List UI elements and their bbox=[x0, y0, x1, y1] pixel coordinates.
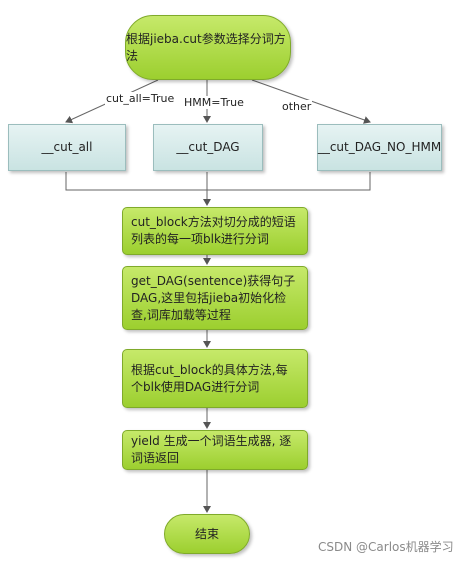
edge-label-cut-all: cut_all=True bbox=[105, 92, 176, 105]
watermark: CSDN @Carlos机器学习 bbox=[318, 540, 454, 554]
edge-merge-cut-all bbox=[65, 172, 371, 191]
cut-dag-node: __cut_DAG bbox=[153, 124, 263, 171]
edge-label-hmm: HMM=True bbox=[183, 96, 245, 109]
per-blk-node: 根据cut_block的具体方法,每个blk使用DAG进行分词 bbox=[122, 349, 308, 408]
end-node: 结束 bbox=[164, 514, 250, 554]
cut-block-node: cut_block方法对切分成的短语列表的每一项blk进行分词 bbox=[122, 207, 308, 255]
get-dag-node: get_DAG(sentence)获得句子DAG,这里包括jieba初始化检查,… bbox=[122, 266, 308, 330]
cut-dag-no-hmm-node: __cut_DAG_NO_HMM bbox=[317, 124, 442, 171]
edge-label-other: other bbox=[281, 100, 313, 113]
yield-node: yield 生成一个词语生成器, 逐词语返回 bbox=[122, 430, 308, 470]
cut-all-node: __cut_all bbox=[8, 124, 126, 171]
start-node: 根据jieba.cut参数选择分词方法 bbox=[125, 15, 291, 80]
